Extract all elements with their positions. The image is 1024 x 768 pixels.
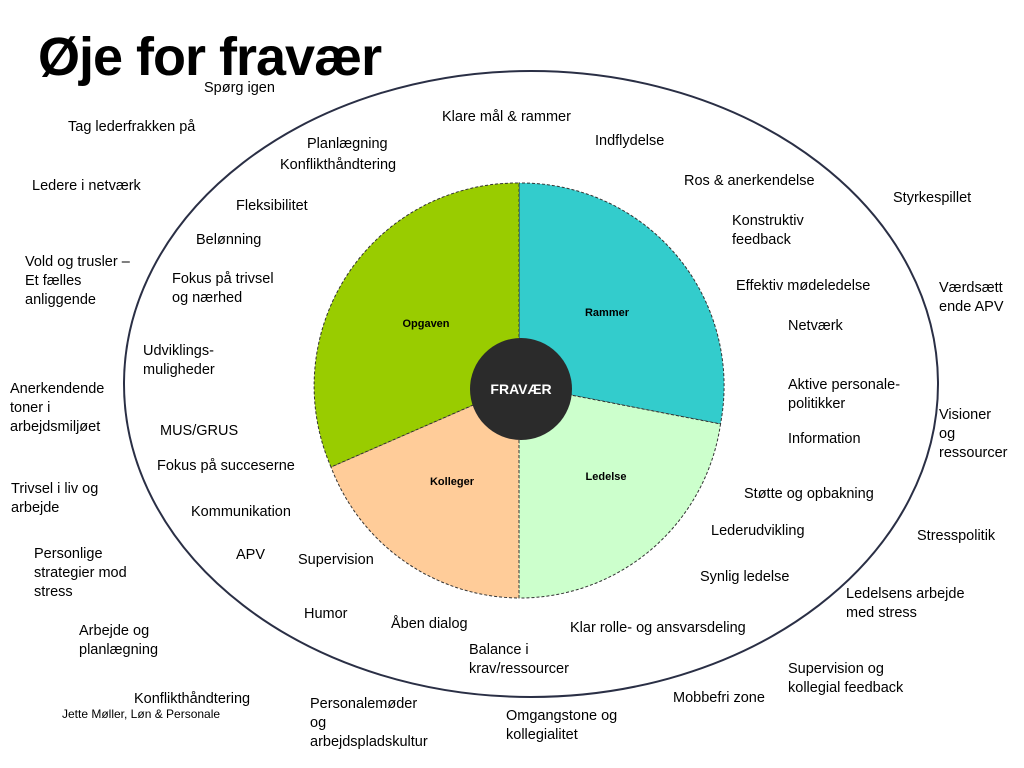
label-fleksibilitet: Fleksibilitet xyxy=(236,198,308,214)
label-tag-lederfrakken: Tag lederfrakken på xyxy=(68,119,196,135)
label-planlaegning: Planlægning xyxy=(307,136,388,152)
label-konflikthaandtering-1: Konflikthåndtering xyxy=(280,157,397,173)
label-supervision: Supervision xyxy=(298,552,374,568)
label-stotte-opbakning: Støtte og opbakning xyxy=(744,486,874,502)
outer-ellipse xyxy=(123,70,939,698)
label-belonning: Belønning xyxy=(196,232,262,248)
segment-label-ledelse: Ledelse xyxy=(586,471,627,483)
label-sporg-igen: Spørg igen xyxy=(204,80,275,96)
label-aaben-dialog: Åben dialog xyxy=(391,616,468,632)
segment-rammer xyxy=(518,182,725,425)
slide-title: Øje for fravær xyxy=(38,27,382,87)
segment-label-rammer: Rammer xyxy=(585,307,630,319)
label-netvaerk: Netværk xyxy=(788,318,843,334)
credit-text: Jette Møller, Løn & Personale xyxy=(62,707,221,721)
label-kommunikation: Kommunikation xyxy=(191,504,291,520)
segment-label-opgaven: Opgaven xyxy=(402,318,449,330)
label-apv: APV xyxy=(236,547,266,563)
label-ledere-netvaerk: Ledere i netværk xyxy=(32,178,141,194)
label-ros-anerkendelse: Ros & anerkendelse xyxy=(684,173,815,189)
segment-ledelse xyxy=(518,384,722,599)
label-udviklingsmuligheder: Udviklings-muligheder xyxy=(143,343,215,378)
label-synlig-ledelse: Synlig ledelse xyxy=(700,569,790,585)
label-mobbefri-zone: Mobbefri zone xyxy=(673,690,765,706)
label-klare-maal: Klare mål & rammer xyxy=(442,109,571,125)
label-lederudvikling: Lederudvikling xyxy=(711,523,805,539)
label-indflydelse: Indflydelse xyxy=(595,133,665,149)
label-konflikthaandtering-2: Konflikthåndtering xyxy=(134,691,251,707)
label-stresspolitik: Stresspolitik xyxy=(917,528,996,544)
label-information: Information xyxy=(788,431,861,447)
center-circle xyxy=(470,338,572,440)
label-effektiv-modeledelse: Effektiv mødeledelse xyxy=(736,278,871,294)
label-mus-grus: MUS/GRUS xyxy=(160,423,239,439)
label-fokus-succeserne: Fokus på succeserne xyxy=(157,458,295,474)
segment-label-kolleger: Kolleger xyxy=(430,476,475,488)
label-styrkespillet: Styrkespillet xyxy=(893,190,972,206)
label-klar-rolle: Klar rolle- og ansvarsdeling xyxy=(570,620,746,636)
segment-kolleger xyxy=(330,384,520,599)
segment-opgaven xyxy=(313,182,520,468)
center-label: FRAVÆR xyxy=(490,381,551,397)
label-aktive-personalepolitikker: Aktive personale-politikker xyxy=(788,377,901,412)
label-humor: Humor xyxy=(304,606,348,622)
